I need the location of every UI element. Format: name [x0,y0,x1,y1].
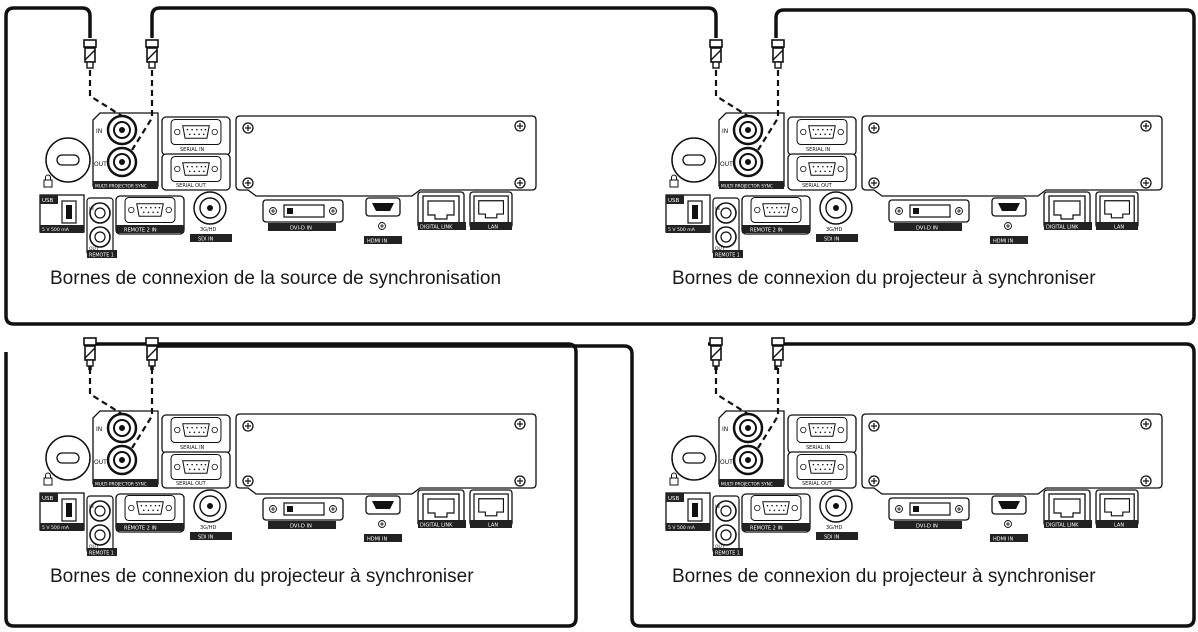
label-out: OUT [94,161,107,168]
label-dvi: DVI-D IN [916,524,938,530]
label-in: IN [722,426,728,433]
cable-source-out-to-proj2 [4,6,1196,326]
label-usb-power: 5 V 500 mA [668,227,696,233]
terminal-label-group: IN OUT MULTI PROJECTOR SYNC SERIAL IN SERIAL… [42,426,498,557]
label-remote1: REMOTE 1 [715,253,740,259]
label-serial-in: SERIAL IN [180,147,205,153]
label-digital-link: DIGITAL LINK [420,523,453,529]
label-usb-power: 5 V 500 mA [42,525,70,531]
label-digital-link: DIGITAL LINK [1046,225,1079,231]
label-usb: USB [668,198,680,204]
label-usb: USB [42,496,54,502]
label-dvi: DVI-D IN [290,524,312,530]
label-usb: USB [668,496,680,502]
cable-source-in-to-proj2 [150,6,718,38]
label-remote1-in: IN [89,504,94,510]
label-remote2: REMOTE 2 IN [750,526,783,532]
label-out: OUT [94,459,107,466]
label-lan: LAN [1114,523,1124,529]
label-remote1-in: IN [89,206,94,212]
label-sdi-2: SDI IN [824,237,840,243]
label-lan: LAN [488,523,498,529]
label-sdi-2: SDI IN [198,237,214,243]
label-hdmi: HDMI IN [993,537,1013,543]
label-sdi-2: SDI IN [198,535,214,541]
label-lan: LAN [488,225,498,231]
label-remote2: REMOTE 2 IN [750,228,783,234]
label-in: IN [722,128,728,135]
label-serial-out: SERIAL OUT [176,481,207,487]
bnc-connector-icon [83,337,159,449]
label-remote1-out: OUT [715,246,725,252]
label-serial-out: SERIAL OUT [802,183,833,189]
label-digital-link: DIGITAL LINK [1046,523,1079,529]
label-usb-power: 5 V 500 mA [42,227,70,233]
terminal-label-group: IN OUT MULTI PROJECTOR SYNC SERIAL IN SERIAL… [42,128,498,259]
label-serial-in: SERIAL IN [180,445,205,451]
label-remote2: REMOTE 2 IN [124,526,157,532]
label-hdmi: HDMI IN [367,537,387,543]
label-remote1-in: IN [715,206,720,212]
label-remote1-out: OUT [89,544,99,550]
label-remote1-out: OUT [715,544,725,550]
label-remote1-out: OUT [89,246,99,252]
cable-frames [4,6,1196,628]
label-multi-sync: MULTI PROJECTOR SYNC [721,184,773,190]
bnc-connector-icon [709,337,785,449]
label-sdi-1: 3G/HD [200,227,217,233]
label-dvi: DVI-D IN [916,226,938,232]
caption-projector-2: Bornes de connexion du projecteur à sync… [672,268,1096,289]
caption-projector-4: Bornes de connexion du projecteur à sync… [672,566,1096,587]
label-remote1: REMOTE 1 [89,551,114,557]
label-in: IN [96,128,102,135]
label-remote1-in: IN [715,504,720,510]
label-usb-power: 5 V 500 mA [668,525,696,531]
label-serial-in: SERIAL IN [806,147,831,153]
label-multi-sync: MULTI PROJECTOR SYNC [95,184,147,190]
label-serial-in: SERIAL IN [806,445,831,451]
label-serial-out: SERIAL OUT [802,481,833,487]
label-out: OUT [720,161,733,168]
label-hdmi: HDMI IN [367,239,387,245]
label-digital-link: DIGITAL LINK [420,225,453,231]
label-in: IN [96,426,102,433]
label-remote2: REMOTE 2 IN [124,228,157,234]
label-hdmi: HDMI IN [993,239,1013,245]
terminal-label-group: IN OUT MULTI PROJECTOR SYNC SERIAL IN SERIAL… [668,128,1124,259]
label-serial-out: SERIAL OUT [176,183,207,189]
terminal-label-group: IN OUT MULTI PROJECTOR SYNC SERIAL IN SERIAL… [668,426,1124,557]
label-lan: LAN [1114,225,1124,231]
bnc-connector-icon [709,39,785,151]
label-out: OUT [720,459,733,466]
label-sdi-1: 3G/HD [200,525,217,531]
bnc-connector-icon [83,39,159,151]
label-remote1: REMOTE 1 [89,253,114,259]
label-sdi-2: SDI IN [824,535,840,541]
caption-source: Bornes de connexion de la source de sync… [50,268,502,289]
cable-proj3-to-proj4 [150,342,1196,628]
label-multi-sync: MULTI PROJECTOR SYNC [721,482,773,488]
label-sdi-1: 3G/HD [826,227,843,233]
label-multi-sync: MULTI PROJECTOR SYNC [95,482,147,488]
label-usb: USB [42,198,54,204]
label-sdi-1: 3G/HD [826,525,843,531]
label-dvi: DVI-D IN [290,226,312,232]
label-remote1: REMOTE 1 [715,551,740,557]
caption-projector-3: Bornes de connexion du projecteur à sync… [50,566,474,587]
